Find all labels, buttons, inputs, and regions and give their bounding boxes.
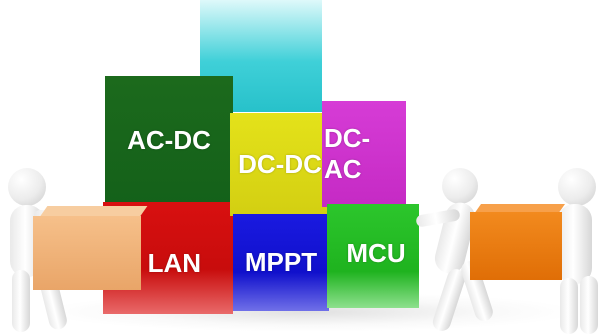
left-cardboard-box: [33, 206, 148, 290]
dc-dc-block: DC-DC: [230, 113, 330, 216]
right-person-torso: [558, 204, 592, 284]
mcu-face: MCU: [327, 204, 419, 308]
mcu-label: MCU: [346, 237, 406, 268]
mppt-label: MPPT: [244, 247, 318, 277]
ac-dc-label: AC-DC: [127, 124, 211, 155]
mppt-face: MPPT: [233, 214, 329, 311]
dc-ac-block: DC-AC: [322, 101, 406, 207]
right-orange-box: [470, 204, 566, 280]
left-box-front: [33, 216, 141, 290]
right-person-figure: [520, 160, 602, 335]
center-right-person-figure: [410, 160, 500, 335]
center-right-person-head: [442, 168, 478, 204]
dc-ac-face: DC-AC: [322, 101, 406, 207]
lan-label: LAN: [147, 247, 201, 278]
mcu-block: MCU: [327, 204, 419, 308]
ac-dc-block: AC-DC: [105, 76, 233, 204]
dc-dc-face: DC-DC: [230, 113, 330, 216]
right-person-leg: [560, 278, 578, 334]
right-box-front: [470, 212, 562, 280]
mppt-block: MPPT: [233, 214, 329, 311]
dc-dc-label: DC-DC: [238, 149, 322, 179]
right-person-leg: [580, 276, 598, 334]
left-person-head: [8, 168, 46, 206]
left-person-leg: [12, 270, 30, 332]
ac-dc-face: AC-DC: [105, 76, 233, 204]
right-person-head: [558, 168, 596, 206]
dc-ac-label: DC-AC: [324, 123, 371, 184]
